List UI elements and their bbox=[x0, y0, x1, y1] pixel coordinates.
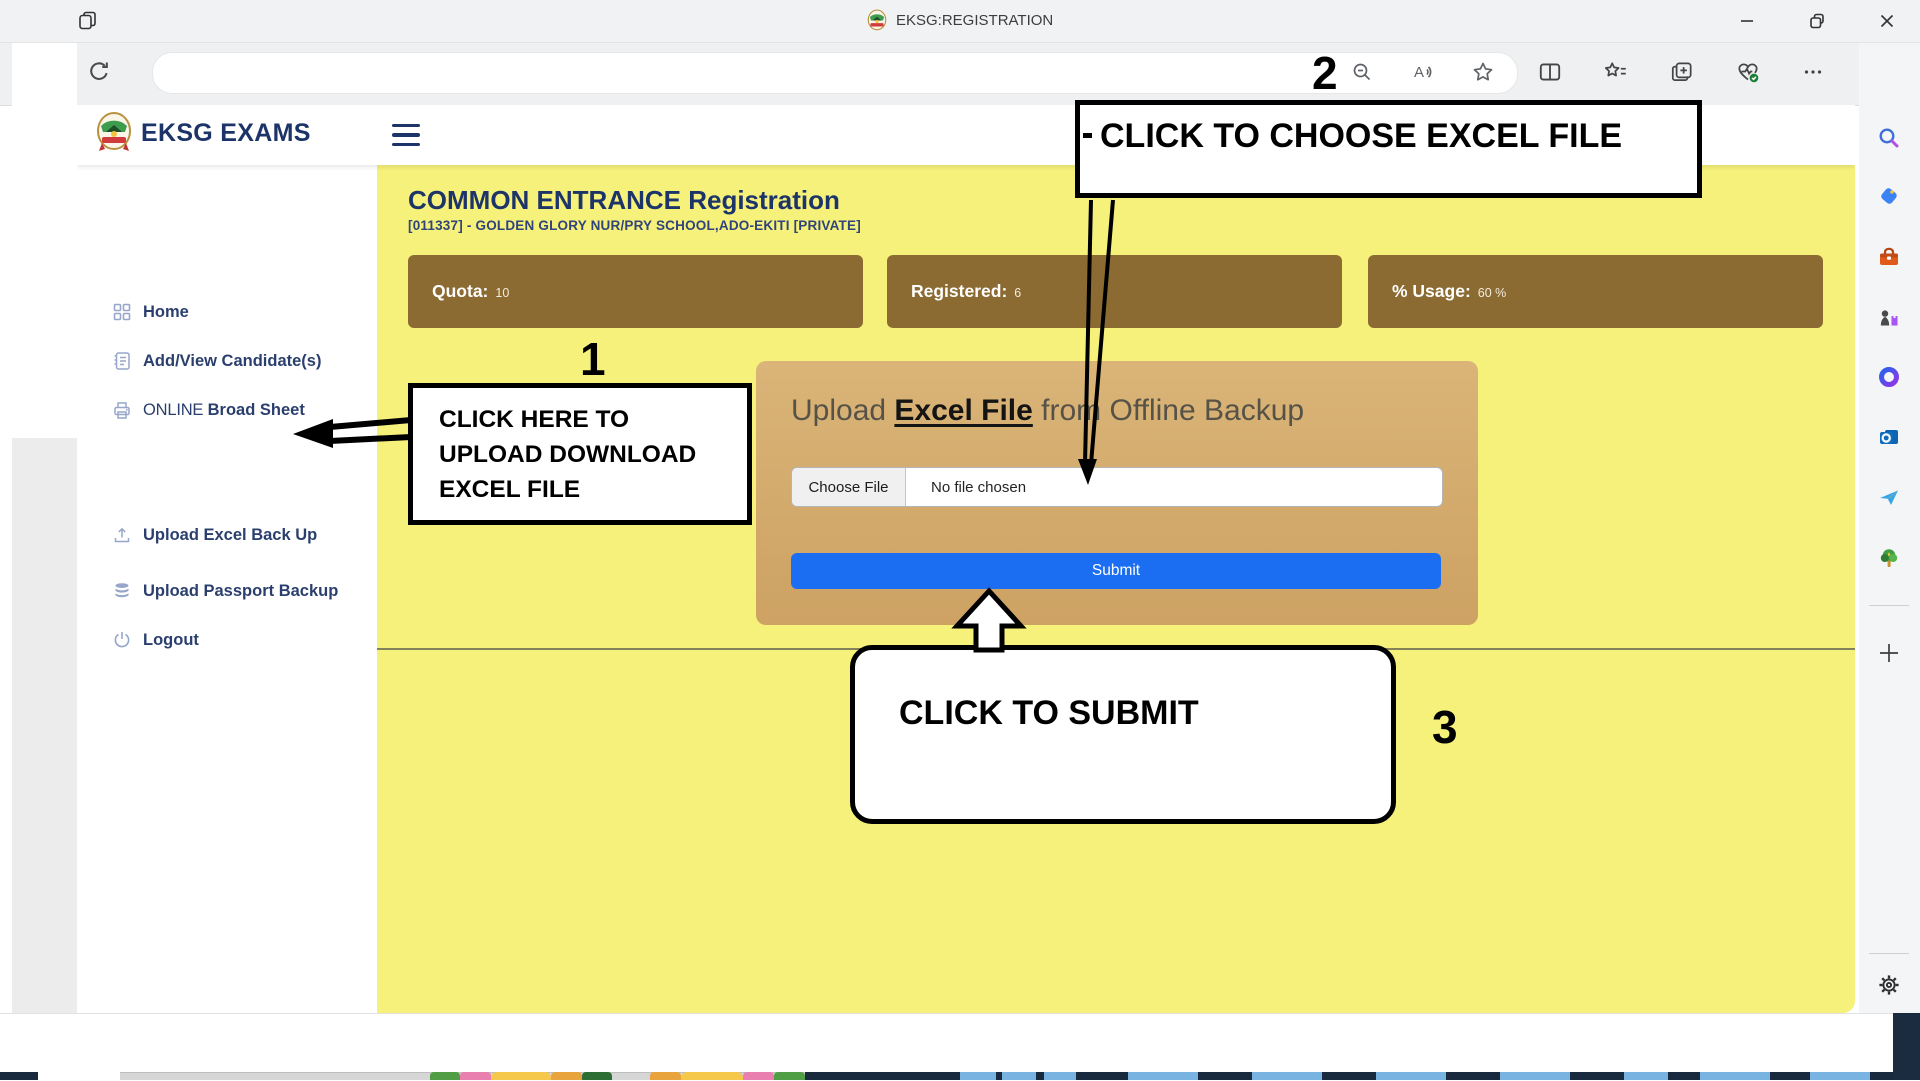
edge-shopping-icon[interactable] bbox=[1877, 184, 1901, 208]
edge-drop-icon[interactable] bbox=[1877, 485, 1901, 509]
upload-icon bbox=[114, 527, 130, 543]
collections-icon[interactable] bbox=[1669, 59, 1695, 85]
edge-add-icon[interactable] bbox=[1877, 641, 1901, 665]
address-bar[interactable] bbox=[152, 52, 1518, 94]
edge-outlook-icon[interactable] bbox=[1877, 425, 1901, 449]
rail-divider bbox=[1869, 605, 1909, 606]
file-input[interactable]: Choose File No file chosen bbox=[791, 467, 1443, 507]
svg-text:A: A bbox=[1414, 64, 1424, 81]
restore-button[interactable] bbox=[1794, 0, 1840, 41]
edge-search-icon[interactable] bbox=[1877, 126, 1901, 150]
window-sliver-segment bbox=[1810, 1072, 1870, 1080]
sidebar-nav: Home Add/View Candidate(s) ONLINE Broad … bbox=[77, 165, 377, 1013]
edge-microsoft-365-icon[interactable] bbox=[1877, 365, 1901, 389]
journal-icon bbox=[114, 352, 130, 370]
annotation-number-1: 1 bbox=[580, 333, 606, 385]
stat-card-quota: Quota:10 bbox=[408, 255, 863, 328]
annotation-dash-mark bbox=[1083, 133, 1092, 138]
choose-file-button[interactable]: Choose File bbox=[792, 468, 906, 506]
window-title: EKSG:REGISTRATION bbox=[896, 12, 1054, 29]
edge-settings-gear-icon[interactable] bbox=[1877, 973, 1901, 997]
sidebar-item-broadsheet[interactable]: ONLINE Broad Sheet bbox=[112, 396, 305, 424]
page-title: COMMON ENTRANCE Registration bbox=[408, 185, 840, 215]
close-button[interactable] bbox=[1864, 0, 1910, 41]
window-left-margin-lower bbox=[12, 438, 77, 1013]
window-titlebar: EKSG:REGISTRATION bbox=[0, 0, 1920, 43]
more-menu-icon[interactable] bbox=[1800, 59, 1826, 85]
reload-icon[interactable] bbox=[86, 59, 112, 85]
window-sliver-segment bbox=[1376, 1072, 1446, 1080]
edge-sidebar bbox=[1859, 43, 1920, 1013]
window-left-margin bbox=[12, 43, 77, 438]
main-content: COMMON ENTRANCE Registration [011337] - … bbox=[377, 165, 1855, 1013]
annotation-number-2: 2 bbox=[1312, 47, 1338, 99]
annotation-number-3: 3 bbox=[1432, 701, 1458, 753]
stat-card-registered: Registered:6 bbox=[887, 255, 1342, 328]
eksg-crest-logo bbox=[96, 111, 132, 155]
app-icon-sliver bbox=[650, 1072, 805, 1080]
zoom-out-icon[interactable] bbox=[1350, 60, 1374, 84]
grid-icon bbox=[113, 303, 131, 321]
rail-divider bbox=[1869, 953, 1909, 954]
window-sliver-segment bbox=[1700, 1072, 1770, 1080]
workspaces-icon[interactable] bbox=[77, 10, 99, 32]
background-window-strip bbox=[0, 1013, 1920, 1081]
background-window-corner bbox=[1893, 1013, 1920, 1080]
sidebar-item-upload-passport[interactable]: Upload Passport Backup bbox=[112, 577, 338, 605]
submit-button[interactable]: Submit bbox=[791, 553, 1441, 589]
upload-panel: Upload Excel File from Offline Backup Ch… bbox=[756, 361, 1478, 625]
file-status-text: No file chosen bbox=[931, 478, 1027, 496]
sidebar-item-home[interactable]: Home bbox=[112, 298, 189, 326]
stat-card-usage: % Usage:60 % bbox=[1368, 255, 1823, 328]
browser-toolbar: A bbox=[0, 43, 1920, 106]
annotation-box-step3: CLICK TO SUBMIT bbox=[850, 645, 1396, 824]
printer-icon bbox=[114, 402, 130, 419]
favicon-crest-icon bbox=[867, 9, 887, 33]
annotation-box-step2: CLICK TO CHOOSE EXCEL FILE bbox=[1075, 100, 1702, 198]
window-sliver-segment bbox=[1252, 1072, 1322, 1080]
database-icon bbox=[115, 583, 129, 598]
school-subtitle: [011337] - GOLDEN GLORY NUR/PRY SCHOOL,A… bbox=[408, 218, 861, 233]
annotation-box-step1: CLICK HERE TO UPLOAD DOWNLOAD EXCEL FILE bbox=[408, 383, 752, 525]
edge-tree-icon[interactable] bbox=[1877, 546, 1901, 570]
window-sliver-segment bbox=[1044, 1072, 1076, 1080]
window-sliver-segment bbox=[960, 1072, 996, 1080]
browser-essentials-icon[interactable] bbox=[1735, 59, 1761, 85]
taskbar-sliver bbox=[0, 1072, 38, 1080]
edge-games-icon[interactable] bbox=[1877, 305, 1901, 329]
read-aloud-icon[interactable]: A bbox=[1413, 60, 1437, 84]
window-sliver-segment bbox=[1500, 1072, 1570, 1080]
minimize-button[interactable] bbox=[1724, 0, 1770, 41]
power-icon bbox=[114, 632, 130, 648]
favorite-star-icon[interactable] bbox=[1471, 60, 1495, 84]
sidebar-item-logout[interactable]: Logout bbox=[112, 626, 199, 654]
background-window-edge bbox=[805, 1072, 1920, 1080]
web-page: EKSG EXAMS Home Add/View Candidate(s) bbox=[77, 105, 1855, 1013]
hamburger-menu-icon[interactable] bbox=[392, 124, 420, 146]
window-sliver-segment bbox=[1002, 1072, 1036, 1080]
window-sliver-segment bbox=[1128, 1072, 1198, 1080]
app-icon-sliver bbox=[430, 1072, 612, 1080]
upload-panel-heading: Upload Excel File from Offline Backup bbox=[791, 394, 1305, 427]
sidebar-item-upload-excel[interactable]: Upload Excel Back Up bbox=[112, 521, 317, 549]
sidebar-item-candidates[interactable]: Add/View Candidate(s) bbox=[112, 347, 321, 375]
brand-name: EKSG EXAMS bbox=[141, 118, 311, 147]
favorites-bar-icon[interactable] bbox=[1603, 59, 1629, 85]
window-sliver-segment bbox=[1624, 1072, 1668, 1080]
site-brand[interactable]: EKSG EXAMS bbox=[96, 111, 311, 155]
split-screen-icon[interactable] bbox=[1537, 59, 1563, 85]
edge-tools-icon[interactable] bbox=[1877, 245, 1901, 269]
